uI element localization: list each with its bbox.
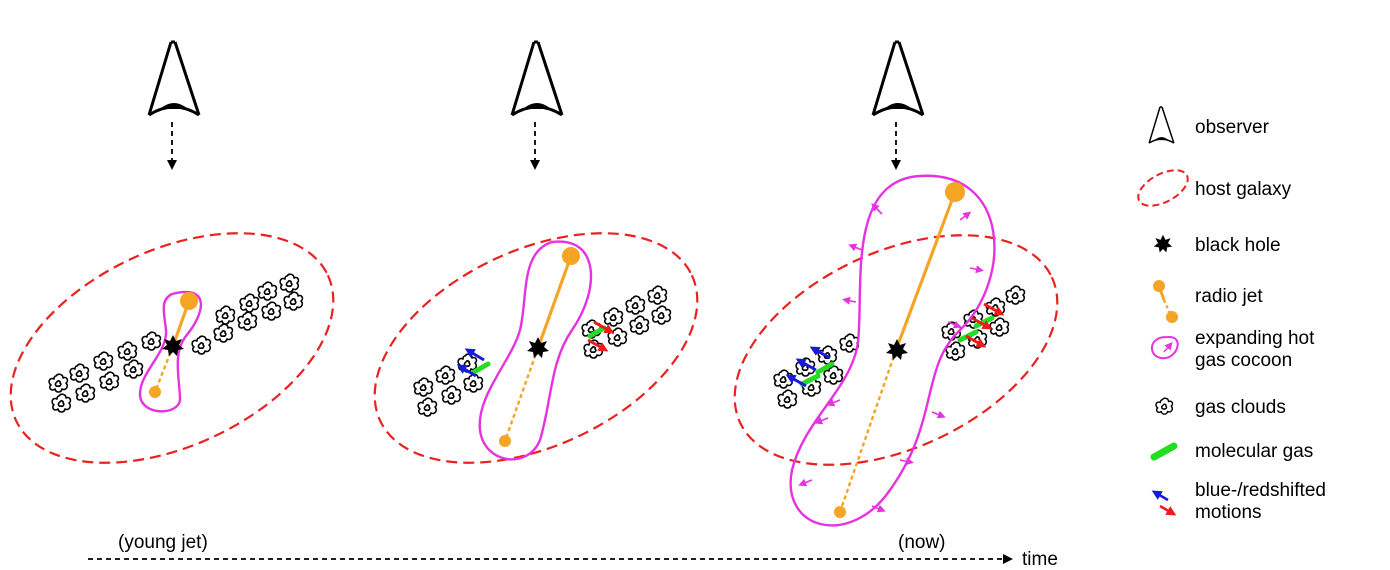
legend-redshift-swatch [1159,504,1177,516]
eye-icon [1148,106,1175,144]
legend-host-galaxy: host galaxy [1195,179,1292,200]
legend-molecular-gas: molecular gas [1195,441,1313,462]
panel-middle [373,40,699,464]
radio-jet-approaching [536,255,573,349]
timeline: (young jet) (now) time [88,532,1058,570]
legend-gas-clouds: gas clouds [1195,397,1286,418]
star-burst-icon [886,339,908,360]
legend-motions-line1: blue-/redshifted [1195,480,1326,501]
star-burst-icon [1153,234,1173,253]
legend-black-hole: black hole [1195,235,1281,256]
hot-gas-cocoon [478,240,593,461]
panel-young-jet [9,40,335,464]
eye-icon [147,40,201,117]
jet-lobe-head [562,247,580,265]
legend-cocoon-line2: gas cocoon [1195,350,1292,371]
time-label: time [1022,549,1058,570]
legend-blueshift-swatch [1151,490,1169,502]
legend-motions-line2: motions [1195,502,1262,523]
legend-cocoon-line1: expanding hot [1195,328,1315,349]
counter-jet-head [499,435,511,447]
legend: observer host galaxy black hole radio je… [1137,106,1326,523]
molecular-gas [471,325,607,375]
panel-now [733,40,1059,527]
star-burst-icon [527,337,549,358]
radio-jet-receding [503,347,540,442]
radio-jet-receding [838,349,898,513]
cocoon-expansion-arrows [798,203,984,513]
counter-jet-head [149,386,161,398]
legend-cocoon-swatch [1150,335,1179,360]
jet-lobe-head [945,182,965,202]
radio-jet-approaching [894,191,957,351]
counter-jet-head [834,506,846,518]
jet-lobe-head [180,292,198,310]
hot-gas-cocoon [138,290,202,413]
host-galaxy-ellipse [373,232,699,464]
cloud-icon [1155,397,1174,415]
label-now: (now) [898,532,946,553]
blue-red-motions [456,320,615,378]
legend-observer: observer [1195,117,1270,138]
label-young-jet: (young jet) [118,532,208,553]
legend-galaxy-swatch [1137,169,1189,207]
legend-molecular-swatch [1150,442,1178,461]
eye-icon [510,40,564,117]
eye-icon [871,40,925,117]
legend-radio-jet: radio jet [1195,286,1263,307]
blue-red-motions [785,302,1005,388]
hot-gas-cocoon [789,174,996,527]
host-galaxy-ellipse [9,232,335,464]
